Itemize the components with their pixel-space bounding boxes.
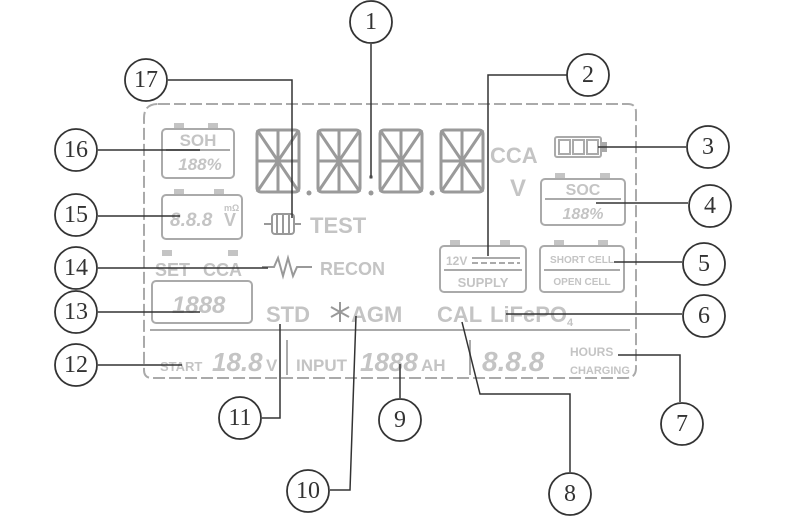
callout-7: 7	[660, 402, 704, 446]
callout-3: 3	[686, 125, 730, 169]
callout-12: 12	[54, 343, 98, 387]
callout-2: 2	[566, 53, 610, 97]
ah-label: AH	[421, 356, 446, 375]
supply-indicator: 12V SUPPLY	[439, 240, 527, 293]
soh-value: 188%	[178, 155, 221, 174]
svg-text:10: 10	[296, 478, 320, 504]
input-label: INPUT	[296, 356, 348, 375]
callout-9: 9	[378, 398, 422, 442]
callout-13: 13	[54, 290, 98, 334]
svg-text:11: 11	[228, 405, 251, 431]
hours-label: HOURS	[570, 345, 613, 359]
battery-test-icon	[264, 213, 301, 235]
main-segment-display	[255, 128, 485, 196]
charging-label: CHARGING	[570, 365, 630, 377]
svg-text:4: 4	[704, 193, 716, 219]
voltage-value: 8.8.8	[170, 210, 213, 231]
leader-8	[461, 321, 571, 472]
volt-unit: V	[510, 175, 526, 202]
start-label: START	[160, 359, 202, 374]
callout-16: 16	[54, 128, 98, 172]
voltage-unit: V	[224, 210, 236, 230]
milliohm-unit: mΩ	[224, 203, 239, 213]
set-cca-display: SET CCA 1888	[151, 250, 253, 324]
decimal-point	[368, 190, 374, 196]
recon-label: RECON	[320, 259, 385, 279]
input-value: 1888	[360, 347, 418, 377]
cca-value: 1888	[172, 292, 226, 319]
callout-11: 11	[218, 396, 262, 440]
start-unit: V	[266, 356, 278, 375]
snowflake-icon	[330, 302, 350, 322]
svg-text:5: 5	[698, 251, 710, 277]
leader-10	[330, 315, 357, 491]
lifepo-label: LiFePO4	[490, 302, 574, 329]
callout-5: 5	[682, 242, 726, 286]
hours-value: 8.8.8	[482, 346, 545, 377]
leader-17	[168, 79, 293, 218]
svg-text:7: 7	[676, 411, 688, 437]
decimal-point	[306, 190, 312, 196]
leader-11	[262, 324, 281, 419]
svg-text:14: 14	[64, 255, 88, 281]
short-cell-label: SHORT CELL	[550, 255, 614, 266]
callout-17: 17	[124, 58, 168, 102]
cal-label: CAL	[437, 302, 482, 327]
svg-text:3: 3	[702, 134, 714, 160]
soc-value: 188%	[563, 206, 604, 223]
svg-text:15: 15	[64, 202, 88, 228]
set-label: SET	[155, 260, 190, 280]
svg-text:12: 12	[64, 352, 88, 378]
svg-text:13: 13	[64, 299, 88, 325]
supply-12v-label: 12V	[446, 254, 467, 268]
decimal-point	[429, 190, 435, 196]
lcd-frame	[143, 103, 637, 379]
callout-15: 15	[54, 193, 98, 237]
callout-6: 6	[682, 294, 726, 338]
agm-label: AGM	[351, 302, 402, 327]
svg-text:2: 2	[582, 62, 594, 88]
soc-indicator: SOC 188%	[540, 173, 626, 226]
recon-pulse-icon	[262, 254, 312, 280]
soc-label: SOC	[566, 182, 601, 199]
test-label: TEST	[310, 213, 367, 238]
svg-text:9: 9	[394, 407, 406, 433]
callout-4: 4	[688, 184, 732, 228]
std-label: STD	[266, 302, 310, 327]
cell-fault-indicator: SHORT CELL OPEN CELL	[539, 240, 625, 293]
segment-digit-2	[316, 128, 362, 194]
leader-lines	[98, 44, 688, 491]
callout-1: 1	[349, 0, 393, 44]
leader-2	[487, 74, 568, 256]
svg-text:8: 8	[564, 481, 576, 507]
soh-indicator: SOH 188%	[161, 123, 235, 179]
supply-label: SUPPLY	[458, 275, 509, 290]
leader-7	[618, 354, 681, 402]
callout-8: 8	[548, 472, 592, 516]
set-cca-label: CCA	[203, 260, 242, 280]
segment-digit-3	[378, 128, 424, 194]
open-cell-label: OPEN CELL	[553, 277, 610, 288]
svg-text:16: 16	[64, 137, 88, 163]
callout-14: 14	[54, 246, 98, 290]
start-value: 18.8	[212, 347, 263, 377]
callout-10: 10	[286, 469, 330, 513]
svg-text:1: 1	[365, 9, 377, 35]
segment-digit-4	[439, 128, 485, 194]
soh-label: SOH	[180, 131, 217, 150]
voltage-resistance-display: 8.8.8 V mΩ	[161, 189, 243, 240]
cca-unit: CCA	[490, 143, 538, 168]
svg-text:17: 17	[134, 67, 158, 93]
svg-text:6: 6	[698, 303, 710, 329]
